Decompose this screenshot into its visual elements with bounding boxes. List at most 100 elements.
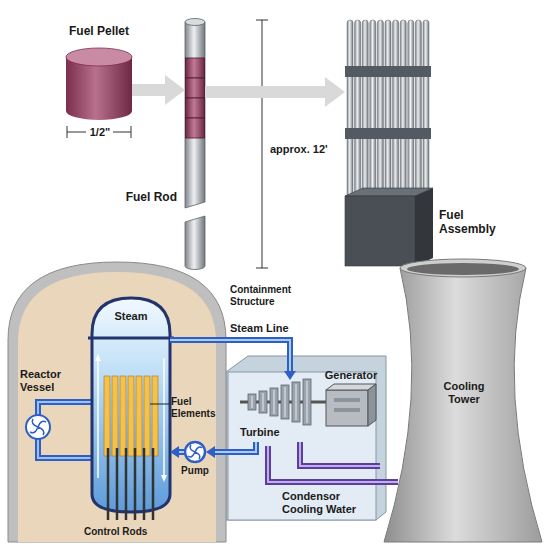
pipe-core: [170, 340, 290, 371]
reactor-vessel-part: [116, 448, 119, 520]
turbine-part: [252, 396, 253, 408]
reactor-vessel-part: [152, 376, 158, 456]
turbine-part: [259, 391, 267, 413]
arrow-head: [325, 77, 345, 107]
fuel-assembly-part: [393, 20, 399, 198]
reactor-vessel-part: [144, 376, 150, 456]
fuel-rod-part: [186, 98, 205, 118]
dimension-line: [113, 132, 131, 133]
fuel-arrow: [205, 77, 345, 107]
node-label: Fuel Assembly: [439, 208, 501, 236]
fuel-rod-part: [185, 22, 205, 208]
fuel-assembly-part: [345, 128, 431, 139]
reactor-vessel-part: [120, 376, 126, 456]
node-label: Pump: [178, 465, 212, 477]
edge-label: Steam Line: [230, 322, 292, 335]
reactor-vessel-part: [136, 376, 142, 456]
feedwater-pipe: [206, 442, 256, 458]
node-label: Fuel Rod: [103, 190, 177, 204]
cooling-water-pipe: [300, 442, 380, 466]
reactor-vessel-shape: [92, 298, 170, 512]
fuel-assembly-part: [345, 66, 431, 77]
arrow-head: [284, 371, 296, 380]
part-label: approx. 12': [270, 143, 345, 156]
fuel-rod-shape: [185, 18, 205, 270]
fuel-rod-part: [186, 118, 205, 138]
part-label: 1/2": [85, 126, 115, 139]
edge-label: Condensor Cooling Water: [282, 490, 378, 516]
reactor-vessel-part: [95, 354, 101, 361]
fuel-assembly-part: [415, 188, 433, 266]
feedwater-pipe: [170, 446, 184, 458]
turbine-building: [226, 356, 386, 520]
turbine-part: [270, 388, 278, 416]
arrow-head: [206, 446, 215, 458]
fuel-assembly-part: [377, 20, 383, 198]
dimension-line: [67, 132, 86, 133]
reactor-vessel-part: [163, 358, 165, 478]
node-label: Fuel Pellet: [54, 24, 144, 38]
fuel-assembly-part: [347, 20, 353, 198]
reactor-vessel-part: [92, 298, 170, 512]
arrow-head: [165, 75, 185, 105]
fuel-assembly-part: [345, 196, 415, 266]
pipe-outline: [179, 449, 184, 455]
fuel-assembly-part: [355, 20, 361, 198]
fuel-assembly-part: [385, 20, 391, 198]
generator-part: [334, 398, 360, 402]
fuel-assembly-part: [423, 20, 429, 198]
cooling-tower-part: [400, 259, 526, 277]
dimension-line: [262, 20, 263, 268]
pipe-core: [300, 442, 380, 466]
reactor-vessel: Reactor VesselSteam: [92, 298, 170, 512]
fuel-assembly: Fuel Assembly: [345, 18, 433, 266]
fuel-pellet-part: [66, 57, 132, 120]
fuel-assembly-part: [415, 20, 421, 198]
node-label: Generator: [320, 369, 382, 382]
reactor-vessel-part: [107, 448, 110, 520]
reactor-vessel-part: [161, 475, 167, 482]
reactor-vessel-part: [97, 358, 99, 478]
containment-structure: Containment StructureReactor VesselSteam…: [8, 262, 226, 542]
turbine-part: [285, 387, 286, 417]
containment-structure-part: [8, 262, 226, 542]
fuel-rod-part: [185, 216, 205, 270]
containment-structure-part: [30, 419, 46, 435]
reactor-vessel-part: [112, 376, 118, 456]
fuel-assembly-part: [370, 20, 376, 198]
fuel-arrow: [132, 75, 185, 105]
fuel-rod: Fuel Rod: [185, 18, 205, 270]
pipe-outline: [300, 442, 380, 466]
reactor-vessel-part: [143, 448, 146, 520]
reactor-vessel-part: [125, 448, 128, 520]
building-shell: [226, 356, 386, 520]
reactor-vessel-part: [152, 448, 155, 520]
turbine-part: [307, 381, 308, 423]
fuel-assembly-part: [408, 20, 414, 198]
pipe-outline: [205, 86, 325, 98]
leader-line: [150, 404, 170, 405]
steam-line: [170, 340, 296, 380]
generator-shape: [326, 384, 376, 426]
pellet-dimension: [67, 126, 131, 138]
pipe-core: [215, 442, 256, 452]
pump-shape: [184, 441, 206, 463]
pump-part: [185, 442, 205, 462]
reactor-vessel-part: [134, 448, 137, 520]
pump-part: [188, 445, 202, 459]
turbine-part: [303, 379, 311, 425]
node-label: Turbine: [240, 426, 300, 439]
fuel-assembly-part: [400, 20, 406, 198]
turbine-part: [248, 394, 256, 410]
fuel-assembly-shape: [345, 18, 433, 266]
node-label: Steam: [92, 310, 170, 323]
dimension-tick: [256, 268, 268, 269]
dimension-tick: [256, 20, 268, 21]
cooling-tower-part: [384, 268, 542, 542]
generator-part: [326, 390, 368, 426]
cooling-tower: Cooling Tower: [380, 262, 546, 542]
cooling-tower-part: [407, 263, 519, 275]
